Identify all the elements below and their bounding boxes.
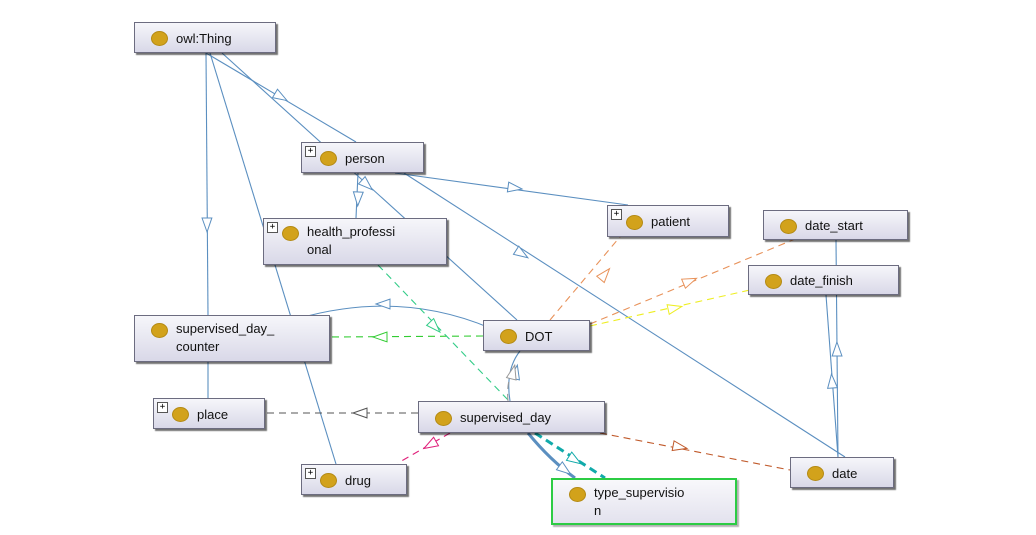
edge-supervised_day-to-dot[interactable] [507,364,516,402]
class-circle-icon [500,329,517,344]
class-node-dot[interactable]: DOT [483,320,590,351]
class-circle-icon [172,407,189,422]
class-circle-icon [807,466,824,481]
edge-arrowhead [271,88,289,102]
edge-arrowhead [425,317,441,334]
class-node-date[interactable]: date [790,457,894,488]
expand-toggle-icon[interactable]: + [305,468,316,479]
edge-arrowhead [505,363,517,381]
class-label: supervised_day [460,410,552,425]
class-label: supervised_day_ counter [176,321,275,354]
edge-person-to-date[interactable] [403,172,846,458]
edge-health_professional-to-type_supervision[interactable] [377,264,511,403]
class-label: patient [651,214,691,229]
class-node-date-start[interactable]: date_start [763,210,908,240]
class-circle-icon [765,274,782,289]
class-label: DOT [525,329,553,344]
edge-arrowhead [371,331,388,343]
edge-arrowhead [201,217,213,234]
edge-arrowhead [512,245,530,259]
edge-dot-to-supervised_day_counter[interactable] [329,335,484,338]
edge-arrowhead [831,340,843,357]
edge-arrowhead [374,298,391,310]
class-label: date [832,466,858,481]
class-circle-icon [151,323,168,338]
class-label: drug [345,473,372,488]
expand-toggle-icon[interactable]: + [157,402,168,413]
class-node-owl-thing[interactable]: owl:Thing [134,22,276,53]
edge-arrowhead [666,304,684,316]
class-node-type-supervision[interactable]: type_supervisio n [551,478,737,525]
class-label: person [345,151,385,166]
class-node-place[interactable]: + place [153,398,265,429]
class-label: health_professi onal [307,224,396,257]
edge-arrowhead [671,440,689,452]
edge-arrowhead [595,267,611,284]
class-circle-icon [626,215,643,230]
class-node-date-finish[interactable]: date_finish [748,265,899,295]
edge-arrowhead [680,277,698,290]
class-circle-icon [435,411,452,426]
edge-arrowhead [351,407,368,419]
edge-arrowhead [565,451,583,465]
arrowheads-layer [201,88,843,476]
class-circle-icon [569,487,586,502]
class-circle-icon [282,226,299,241]
edge-supervised_day-to-date[interactable] [599,432,791,471]
edge-arrowhead [352,191,364,208]
class-label: date_finish [790,273,853,288]
expand-toggle-icon[interactable]: + [267,222,278,233]
class-circle-icon [780,219,797,234]
class-label: date_start [805,218,863,233]
class-label: place [197,407,229,422]
class-circle-icon [151,31,168,46]
class-node-supervised-day[interactable]: supervised_day [418,401,605,433]
class-circle-icon [320,151,337,166]
expand-toggle-icon[interactable]: + [611,209,622,220]
class-node-person[interactable]: + person [301,142,424,173]
edge-arrowhead [826,372,839,389]
edge-owl_thing-to-supervised_day_counter[interactable] [205,52,209,316]
edge-dot-to-supervised_day_counter[interactable] [299,305,491,329]
class-node-health-professional[interactable]: + health_professi onal [263,218,447,265]
class-node-drug[interactable]: + drug [301,464,407,495]
edge-arrowhead [506,181,524,193]
class-node-supervised-day-counter[interactable]: supervised_day_ counter [134,315,330,362]
class-circle-icon [320,473,337,488]
edge-arrowhead [555,461,572,476]
edge-dot-to-date_finish[interactable] [589,289,751,327]
class-label: owl:Thing [176,31,232,46]
class-label: type_supervisio n [594,485,685,518]
expand-toggle-icon[interactable]: + [305,146,316,157]
edge-arrowhead [422,436,440,450]
edge-arrowhead [357,175,374,191]
class-node-patient[interactable]: + patient [607,205,729,237]
